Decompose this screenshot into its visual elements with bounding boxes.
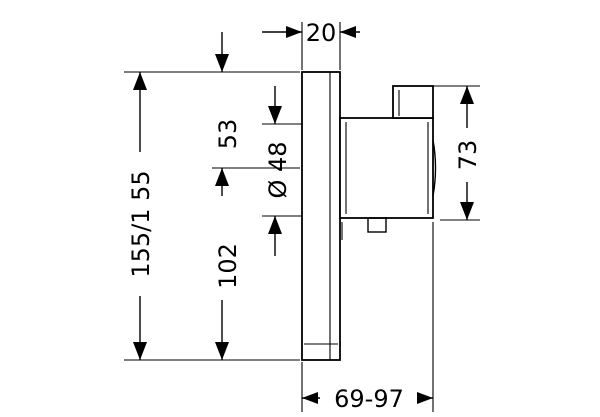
dim-upper-offset: 53 bbox=[214, 32, 242, 196]
dim-label-pipe-diameter: Ø 48 bbox=[264, 141, 292, 198]
dim-label-upper-offset: 53 bbox=[214, 119, 242, 150]
dim-plate-thickness: 20 bbox=[262, 19, 360, 47]
dim-pipe-diameter: Ø 48 bbox=[264, 86, 292, 256]
dim-projection: 69-97 bbox=[302, 385, 433, 413]
mixer-body bbox=[301, 71, 437, 361]
control-handle bbox=[392, 85, 434, 119]
dim-total-height: 155/1 55 bbox=[127, 72, 155, 360]
bottom-nipple bbox=[367, 217, 387, 233]
thermostat-housing bbox=[339, 117, 434, 219]
dim-handle-height: 73 bbox=[454, 86, 482, 220]
dim-label-handle-height: 73 bbox=[454, 140, 482, 171]
dim-label-plate-thickness: 20 bbox=[306, 19, 337, 47]
dim-label-lower-offset: 102 bbox=[214, 243, 242, 289]
wall-plate bbox=[301, 71, 341, 361]
dim-label-total-height: 155/1 55 bbox=[127, 170, 155, 277]
dim-lower-offset: 102 bbox=[214, 243, 242, 360]
dim-label-projection: 69-97 bbox=[334, 385, 404, 413]
